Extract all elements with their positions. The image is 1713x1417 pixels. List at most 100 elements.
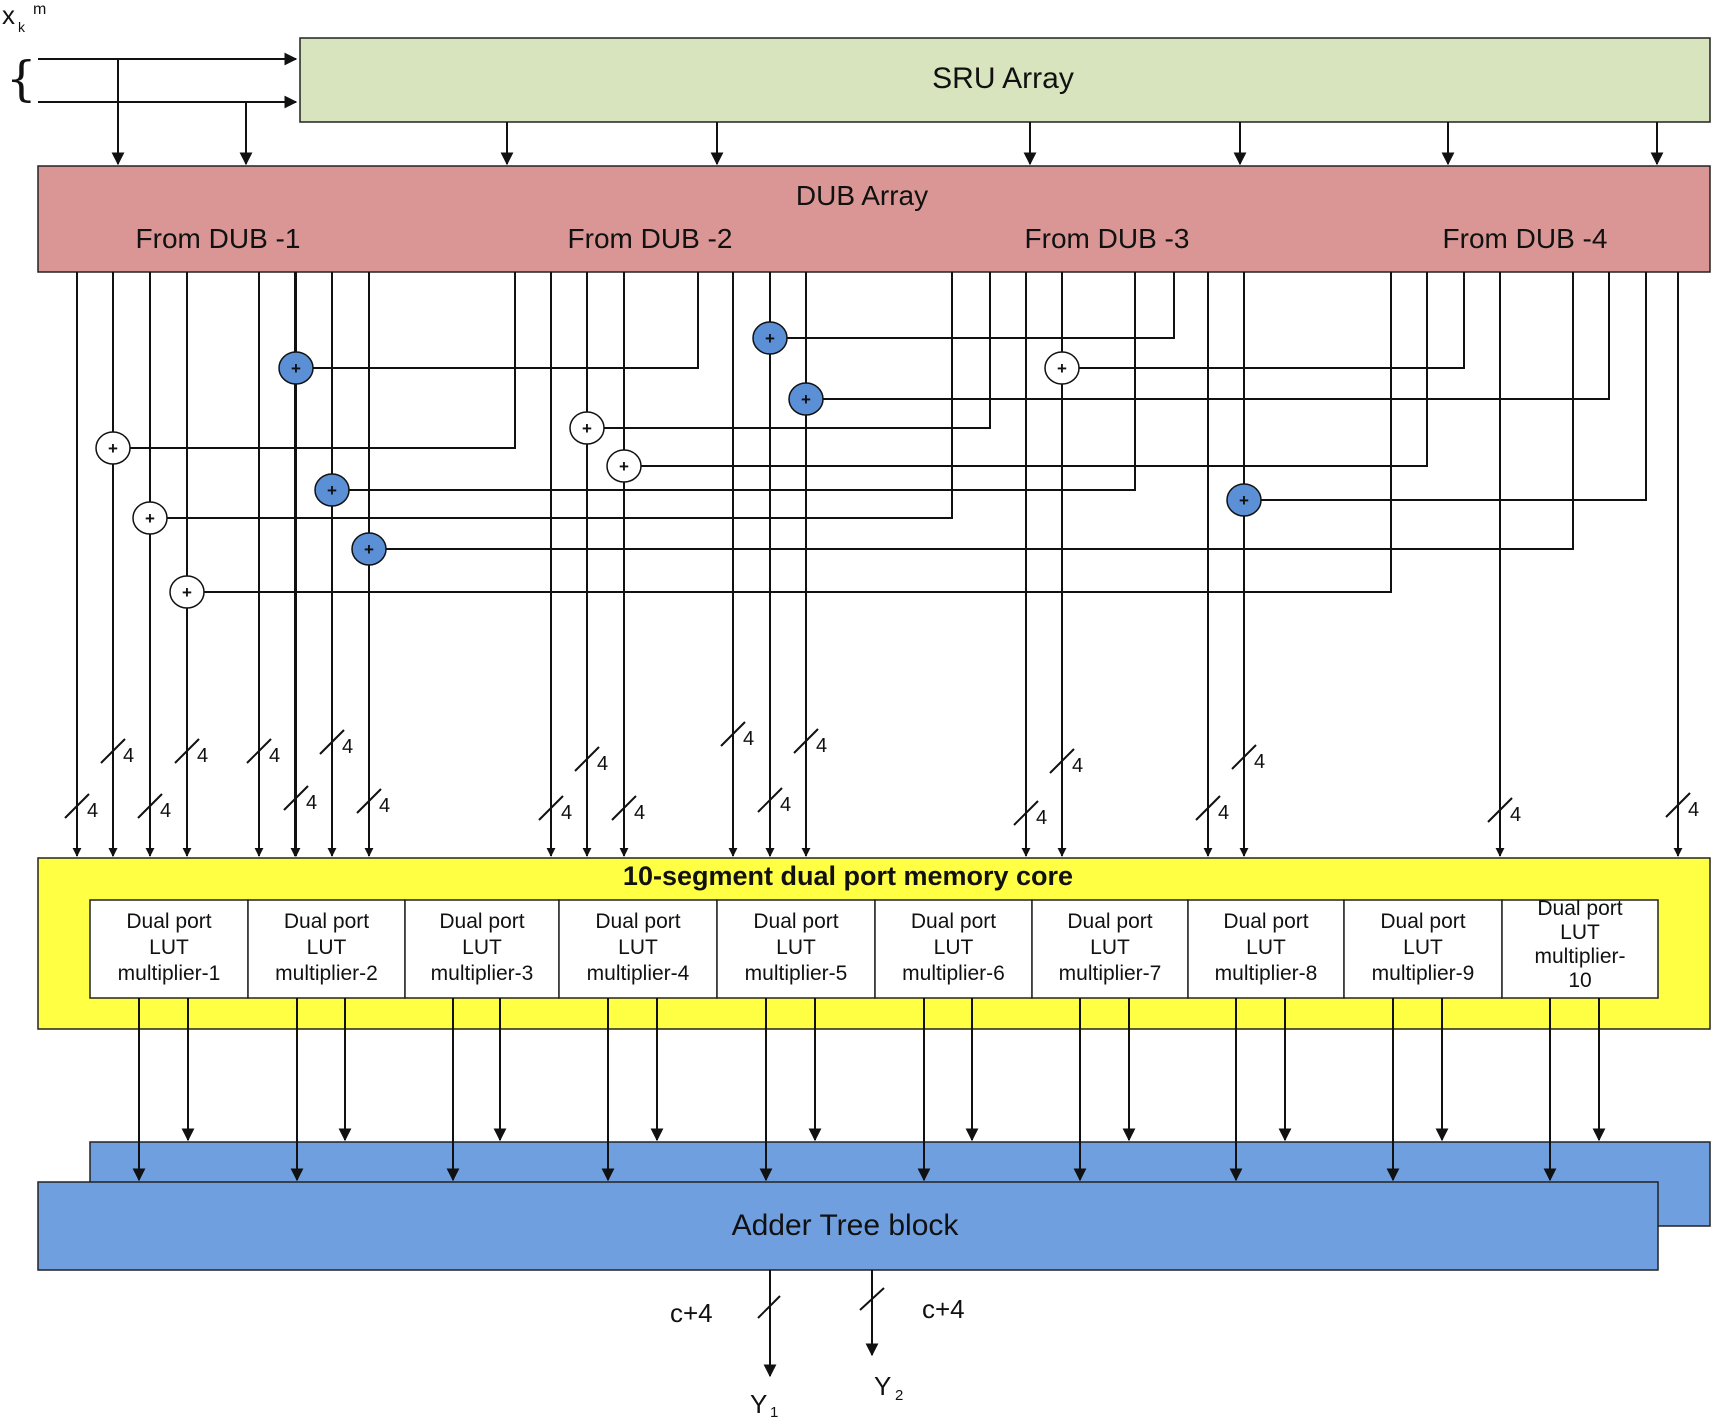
adder-node-1: + <box>278 351 314 385</box>
lut-multiplier-10-line-4: 10 <box>1568 969 1591 992</box>
bus-slash-2 <box>100 738 126 764</box>
lut-multiplier-9-line-2: LUT <box>1403 936 1443 959</box>
bus-width-label-9: 4 <box>561 802 572 824</box>
adder-node-10: + <box>606 449 642 483</box>
input-subscript: k <box>18 19 26 35</box>
output-y2-name: Y <box>874 1371 891 1401</box>
lut-multiplier-box-2 <box>247 899 406 999</box>
lut-to-adder-arrows <box>132 998 1606 1182</box>
bus-width-label-6: 4 <box>306 792 317 814</box>
adder-circle-3 <box>314 473 350 507</box>
lut-multiplier-7-line-1: Dual port <box>1067 910 1152 933</box>
bus-slash-13 <box>757 787 783 813</box>
bus-slash-16 <box>1049 748 1075 774</box>
adder-feed-wire-1 <box>313 272 699 369</box>
lut-multiplier-6-line-2: LUT <box>934 936 974 959</box>
lut-multiplier-7-line-2: LUT <box>1090 936 1130 959</box>
bus-width-label-8: 4 <box>379 795 390 817</box>
adder-node-8: + <box>788 382 824 416</box>
lut-multiplier-5-line-1: Dual port <box>753 910 838 933</box>
adder-node-2: + <box>95 431 131 465</box>
sru-array-box <box>299 37 1711 123</box>
memory-core-block: 10-segment dual port memory core Dual po… <box>37 857 1711 1030</box>
bus-width-label-14: 4 <box>816 735 827 757</box>
adder-symbol-2: + <box>108 439 118 458</box>
bus-slash-9 <box>538 795 564 821</box>
lut-multiplier-9-line-3: multiplier-9 <box>1372 962 1475 985</box>
adder-node-7: + <box>752 321 788 355</box>
lut-multiplier-7-line-3: multiplier-7 <box>1059 962 1162 985</box>
bus-slash-3 <box>137 793 163 819</box>
output-y1-slash <box>757 1295 781 1319</box>
lut-multiplier-box-4 <box>558 899 718 999</box>
dub-group-label-4: From DUB -4 <box>1443 223 1608 254</box>
adder-circle-12 <box>1226 483 1262 517</box>
lut-multiplier-3-line-3: multiplier-3 <box>431 962 534 985</box>
adder-symbol-1: + <box>291 359 301 378</box>
dub-array-box <box>37 165 1711 273</box>
adder-tree-box <box>37 1181 1659 1271</box>
adder-nodes: ++++++++++++ <box>95 321 1262 609</box>
dub-group-label-3: From DUB -3 <box>1025 223 1190 254</box>
lut-multiplier-box-9 <box>1343 899 1503 999</box>
bus-width-label-16: 4 <box>1072 755 1083 777</box>
bus-width-label-17: 4 <box>1218 802 1229 824</box>
lut-multiplier-3-line-2: LUT <box>462 936 502 959</box>
lut-multiplier-box-5 <box>716 899 876 999</box>
bus-slash-11 <box>611 795 637 821</box>
adder-circle-7 <box>752 321 788 355</box>
bus-width-label-2: 4 <box>123 745 134 767</box>
sru-array-label: SRU Array <box>932 62 1074 95</box>
adder-circle-1 <box>278 351 314 385</box>
bus-width-label-3: 4 <box>160 800 171 822</box>
adder-symbol-3: + <box>327 481 337 500</box>
bus-width-label-19: 4 <box>1510 804 1521 826</box>
lut-multiplier-6-line-3: multiplier-6 <box>902 962 1005 985</box>
adder-feed-wire-11 <box>1079 272 1465 369</box>
adder-feed-wire-8 <box>823 272 1610 400</box>
lut-multiplier-box-10 <box>1501 899 1659 999</box>
input-signal-label: x k m { <box>2 0 46 107</box>
adder-feed-wire-6 <box>386 272 1574 550</box>
lut-multiplier-2-line-1: Dual port <box>284 910 369 933</box>
bus-slash-6 <box>283 785 309 811</box>
bus-width-label-4: 4 <box>197 745 208 767</box>
lut-multiplier-box-1 <box>89 899 249 999</box>
bus-slash-1 <box>64 793 90 819</box>
adder-symbol-5: + <box>182 583 192 602</box>
bus-width-label-10: 4 <box>597 753 608 775</box>
output-y2-width: c+4 <box>922 1294 965 1324</box>
adder-tree-label: Adder Tree block <box>732 1209 960 1242</box>
adder-symbol-9: + <box>582 419 592 438</box>
bus-width-label-12: 4 <box>743 728 754 750</box>
bus-width-label-7: 4 <box>342 736 353 758</box>
bus-width-label-15: 4 <box>1036 807 1047 829</box>
adder-feed-wire-2 <box>130 272 516 449</box>
lut-multiplier-3-line-1: Dual port <box>439 910 524 933</box>
input-brace: { <box>6 51 37 107</box>
adder-symbol-6: + <box>364 540 374 559</box>
adder-node-6: + <box>351 532 387 566</box>
dub-group-label-1: From DUB -1 <box>136 223 301 254</box>
lut-multiplier-box-7 <box>1031 899 1189 999</box>
adder-feed-wire-3 <box>349 272 1136 491</box>
adder-node-3: + <box>314 473 350 507</box>
adder-node-5: + <box>169 575 205 609</box>
lut-multiplier-8-line-1: Dual port <box>1223 910 1308 933</box>
lut-multiplier-4-line-3: multiplier-4 <box>587 962 690 985</box>
bus-slash-10 <box>574 746 600 772</box>
lut-multiplier-5-line-2: LUT <box>776 936 816 959</box>
lut-multiplier-9-line-1: Dual port <box>1380 910 1465 933</box>
adder-circle-5 <box>169 575 205 609</box>
output-y1-width: c+4 <box>670 1298 713 1328</box>
adder-circle-4 <box>132 501 168 535</box>
lut-multiplier-10-line-3: multiplier- <box>1534 945 1625 968</box>
lut-multiplier-1-line-1: Dual port <box>126 910 211 933</box>
lut-multiplier-10-line-2: LUT <box>1560 921 1600 944</box>
bus-slash-8 <box>356 788 382 814</box>
